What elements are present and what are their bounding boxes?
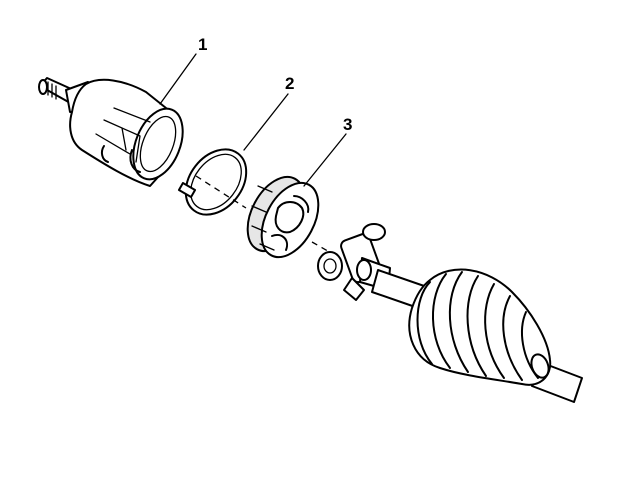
tripot-housing [38,77,184,187]
callout-1-label: 1 [198,35,207,54]
retaining-ring [177,148,248,216]
tripod-hub [317,223,391,301]
callout-2-leader [243,93,289,151]
cv-boot [408,268,552,386]
tripot-spider-assembly [246,175,320,259]
callout-2-label: 2 [285,74,294,93]
callout-3-label: 3 [343,115,352,134]
callout-1-leader [159,53,197,105]
callout-3-leader [303,133,347,187]
